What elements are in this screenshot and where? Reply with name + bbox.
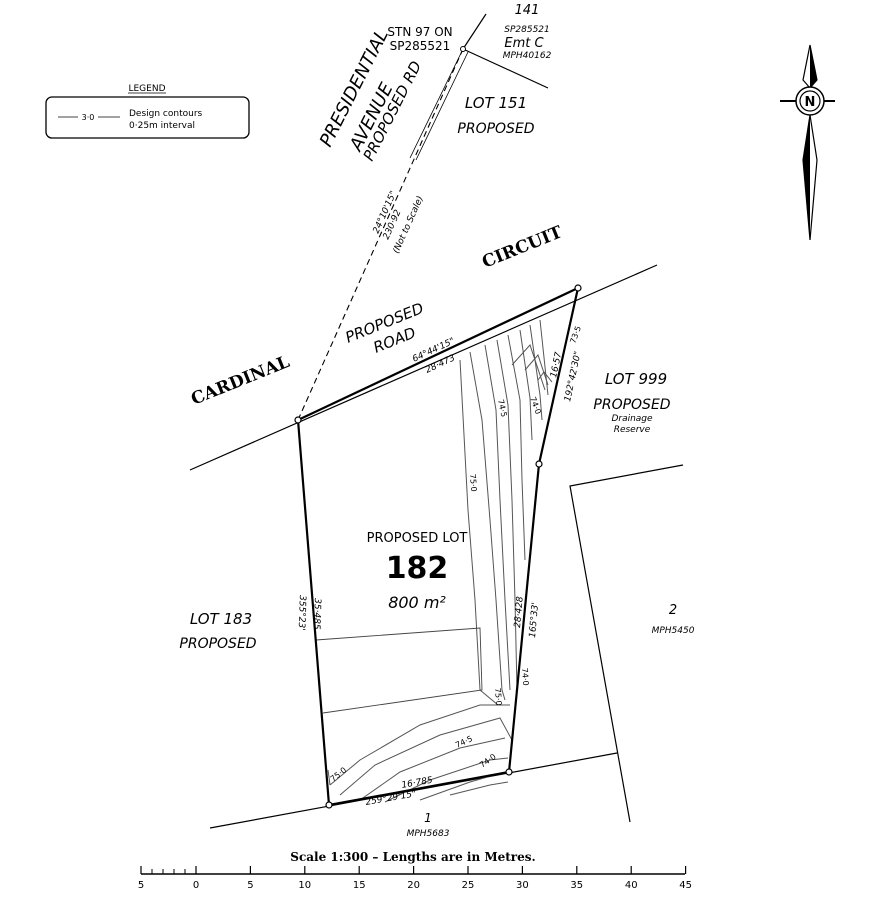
road-name-circuit: CIRCUIT: [479, 222, 565, 272]
contour-label: 75·0: [493, 688, 503, 706]
contour-label: 73·5: [568, 325, 583, 345]
road-name-cardinal: CARDINAL: [188, 352, 292, 410]
north-arrow: N: [780, 44, 835, 241]
lot999-use1: Drainage: [611, 414, 653, 424]
contour-labels: 73·5 74·0 74·5 75·0 74·0 75·0 74·5 74·0 …: [329, 325, 583, 784]
north-letter: N: [805, 95, 816, 110]
lot141-mph: MPH40162: [503, 51, 552, 61]
lot2-number: 2: [669, 603, 677, 618]
lot2-boundary: [569, 464, 684, 823]
station-line1: STN 97 ON: [387, 25, 452, 39]
scale-tick-label: 15: [353, 880, 366, 891]
lot151-status: PROPOSED: [457, 121, 534, 137]
scale-tick-label: 5: [247, 880, 253, 891]
road-lines: [189, 13, 684, 829]
lot999-use2: Reserve: [614, 425, 651, 435]
scale-caption: Scale 1:300 – Lengths are in Metres.: [290, 850, 535, 864]
design-contours: [315, 319, 553, 803]
scale-tick-label: 40: [625, 880, 638, 891]
east-top-bearing: 192°42'30": [563, 350, 583, 402]
contour-label: 74·0: [520, 668, 530, 686]
contour-label: 75·0: [329, 766, 349, 784]
subject-lot-caption: PROPOSED LOT: [367, 531, 468, 546]
lot183-label: LOT 183: [190, 610, 252, 628]
east-bearing: 165°33': [528, 602, 541, 638]
west-length: 35·485: [311, 598, 322, 630]
lot2-mph: MPH5450: [652, 626, 695, 636]
lot999-status: PROPOSED: [593, 397, 670, 413]
lot141-easement: Emt C: [504, 36, 544, 51]
lot141-boundary: [462, 48, 549, 89]
legend-title: LEGEND: [128, 84, 165, 94]
contour-label: 74·5: [496, 399, 509, 418]
subject-lot-number: 182: [386, 551, 449, 586]
scale-tick-label: 0: [193, 880, 199, 891]
contour-label: 75·0: [468, 474, 478, 492]
west-bearing: 355°23': [296, 595, 307, 631]
lot141-number: 141: [515, 3, 540, 18]
scale-tick-label: 45: [679, 880, 692, 891]
station-line2: SP285521: [390, 39, 451, 53]
south-bearing: 259°29'15": [365, 789, 417, 808]
lot141-plan: SP285521: [504, 25, 550, 35]
legend-line2: 0·25m interval: [129, 121, 195, 131]
lot999-label: LOT 999: [605, 370, 667, 388]
lot151-label: LOT 151: [465, 94, 527, 112]
dashed-road-connection: [297, 48, 464, 421]
legend: LEGEND 3·0 Design contours 0·25m interva…: [45, 84, 250, 139]
lot183-status: PROPOSED: [179, 636, 256, 652]
scale-bar: Scale 1:300 – Lengths are in Metres. 5 0 5…: [138, 850, 692, 891]
lot1-mph: MPH5683: [407, 829, 450, 839]
scale-tick-label: 35: [570, 880, 583, 891]
east-length: 28·428: [513, 596, 526, 629]
legend-box: [45, 96, 250, 139]
cardinal-circuit-alignment: [189, 264, 658, 471]
scale-tick-label: 30: [516, 880, 529, 891]
legend-sample-label: 3·0: [82, 113, 95, 122]
scale-tick-label: 25: [462, 880, 475, 891]
lot1-number: 1: [424, 811, 432, 825]
lot-182-boundary: [294, 284, 582, 809]
subject-lot-area: 800 m²: [388, 593, 446, 612]
legend-line1: Design contours: [129, 109, 203, 119]
scale-tick-label: 20: [407, 880, 420, 891]
scale-tick-label: 5: [138, 880, 144, 891]
scale-tick-label: 10: [298, 880, 311, 891]
contour-label: 74·0: [478, 752, 498, 770]
